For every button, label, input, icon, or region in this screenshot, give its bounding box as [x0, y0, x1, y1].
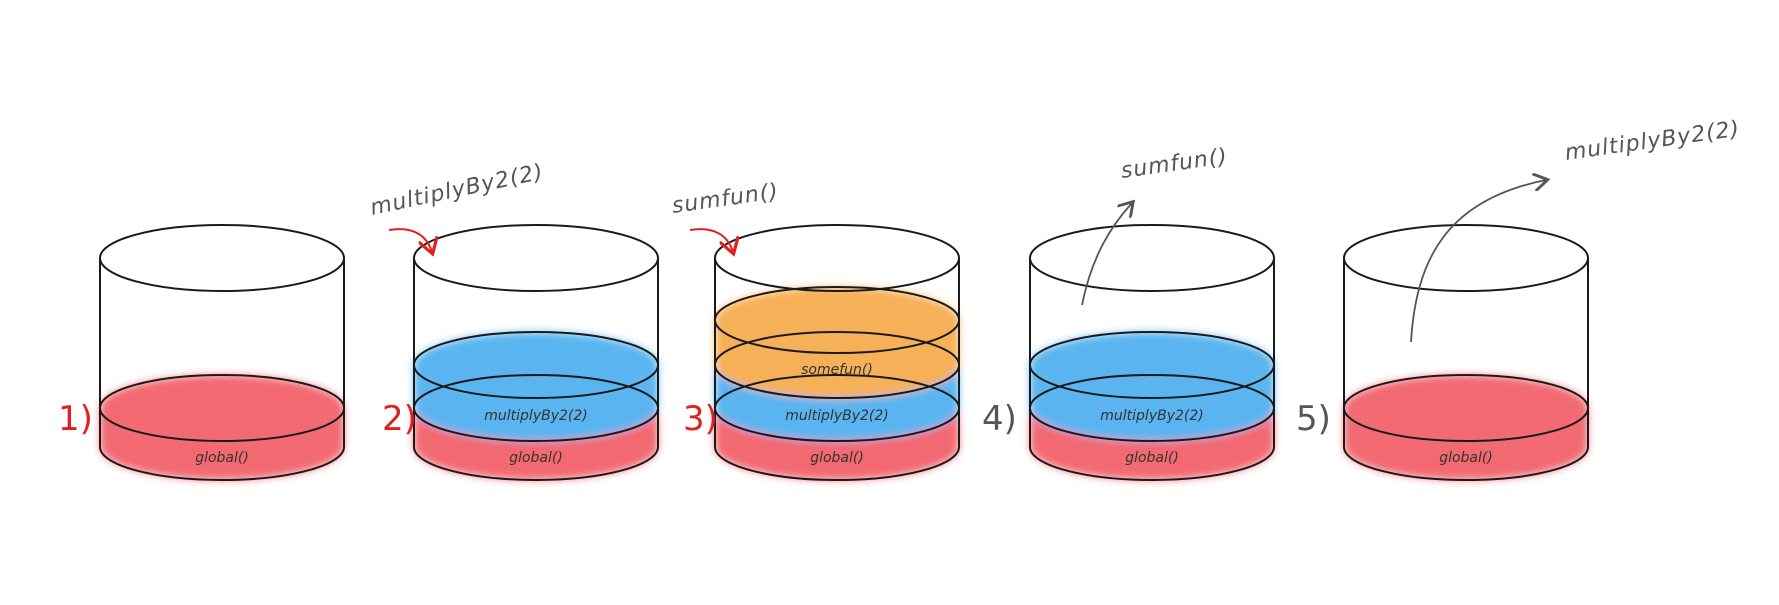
layer-boundary: [1029, 374, 1275, 442]
stack-fill-group: [1344, 375, 1588, 480]
cylinder-base: [413, 446, 659, 481]
stack-fill-group: [1030, 332, 1274, 480]
layer-body-global: [414, 408, 658, 480]
cylinder-rim: [1029, 224, 1275, 292]
layer-body-global: [1344, 408, 1588, 480]
stack-fill-group: [414, 332, 658, 480]
layer-label: global(): [1125, 450, 1179, 466]
layer-label: global(): [810, 450, 864, 466]
cylinder-base: [714, 446, 960, 481]
stack-4: global() multiplyBy2(2) 4) sumfun(): [982, 144, 1275, 481]
layer-boundary: [413, 374, 659, 442]
layer-surface: [100, 375, 344, 441]
step-number: 3): [683, 399, 718, 439]
pop-arrow: [1081, 203, 1132, 306]
annotation-label: multiplyBy2(2): [1563, 117, 1741, 166]
step-number: 4): [982, 399, 1017, 439]
layer-label: multiplyBy2(2): [1100, 408, 1203, 424]
layer-label: multiplyBy2(2): [484, 408, 587, 424]
layer-boundary: [1343, 374, 1589, 442]
layer-boundary: [714, 374, 960, 442]
layer-surface: [1344, 375, 1588, 441]
stack-fill-group: [100, 375, 344, 480]
stack-2: global() multiplyBy2(2) 2) multiplyBy2(2): [368, 160, 659, 481]
layer-label: somefun(): [801, 362, 873, 378]
push-arrow: [388, 228, 432, 252]
annotation-label: multiplyBy2(2): [368, 160, 546, 221]
cylinder-base: [1343, 446, 1589, 481]
layer-body-global: [1030, 408, 1274, 480]
annotation-label: sumfun(): [670, 179, 780, 219]
layer-boundary: [1029, 331, 1275, 399]
annotation-label: sumfun(): [1119, 144, 1229, 184]
stack-3: global() multiplyBy2(2) somefun() 3) sumfun(…: [670, 179, 960, 481]
layer-boundary: [714, 286, 960, 354]
cylinder-rim: [1343, 224, 1589, 292]
layer-body-multiply: [1030, 365, 1274, 441]
cylinder-base: [99, 446, 345, 481]
layer-boundary: [413, 331, 659, 399]
layer-body-global: [715, 408, 959, 480]
layer-surface: [414, 332, 658, 398]
step-number: 1): [58, 399, 93, 439]
layer-body-multiply: [715, 365, 959, 441]
stack-5: global() 5) multiplyBy2(2): [1296, 117, 1742, 481]
layer-surface: [1030, 332, 1274, 398]
layer-boundary: [99, 374, 345, 442]
cylinder-base: [1029, 446, 1275, 481]
layer-label: multiplyBy2(2): [785, 408, 888, 424]
layer-body-multiply: [414, 365, 658, 441]
step-number: 5): [1296, 399, 1331, 439]
pop-arrow: [1410, 180, 1546, 343]
layer-label: global(): [1439, 450, 1493, 466]
layer-boundary: [714, 331, 960, 399]
cylinder-rim: [413, 224, 659, 292]
cylinder-rim: [714, 224, 960, 292]
push-arrow: [689, 228, 733, 252]
layer-label: global(): [195, 450, 249, 466]
layer-label: global(): [509, 450, 563, 466]
layer-body-global: [100, 408, 344, 480]
cylinder-rim: [99, 224, 345, 292]
step-number: 2): [382, 399, 417, 439]
stack-1: global() 1): [58, 224, 345, 481]
